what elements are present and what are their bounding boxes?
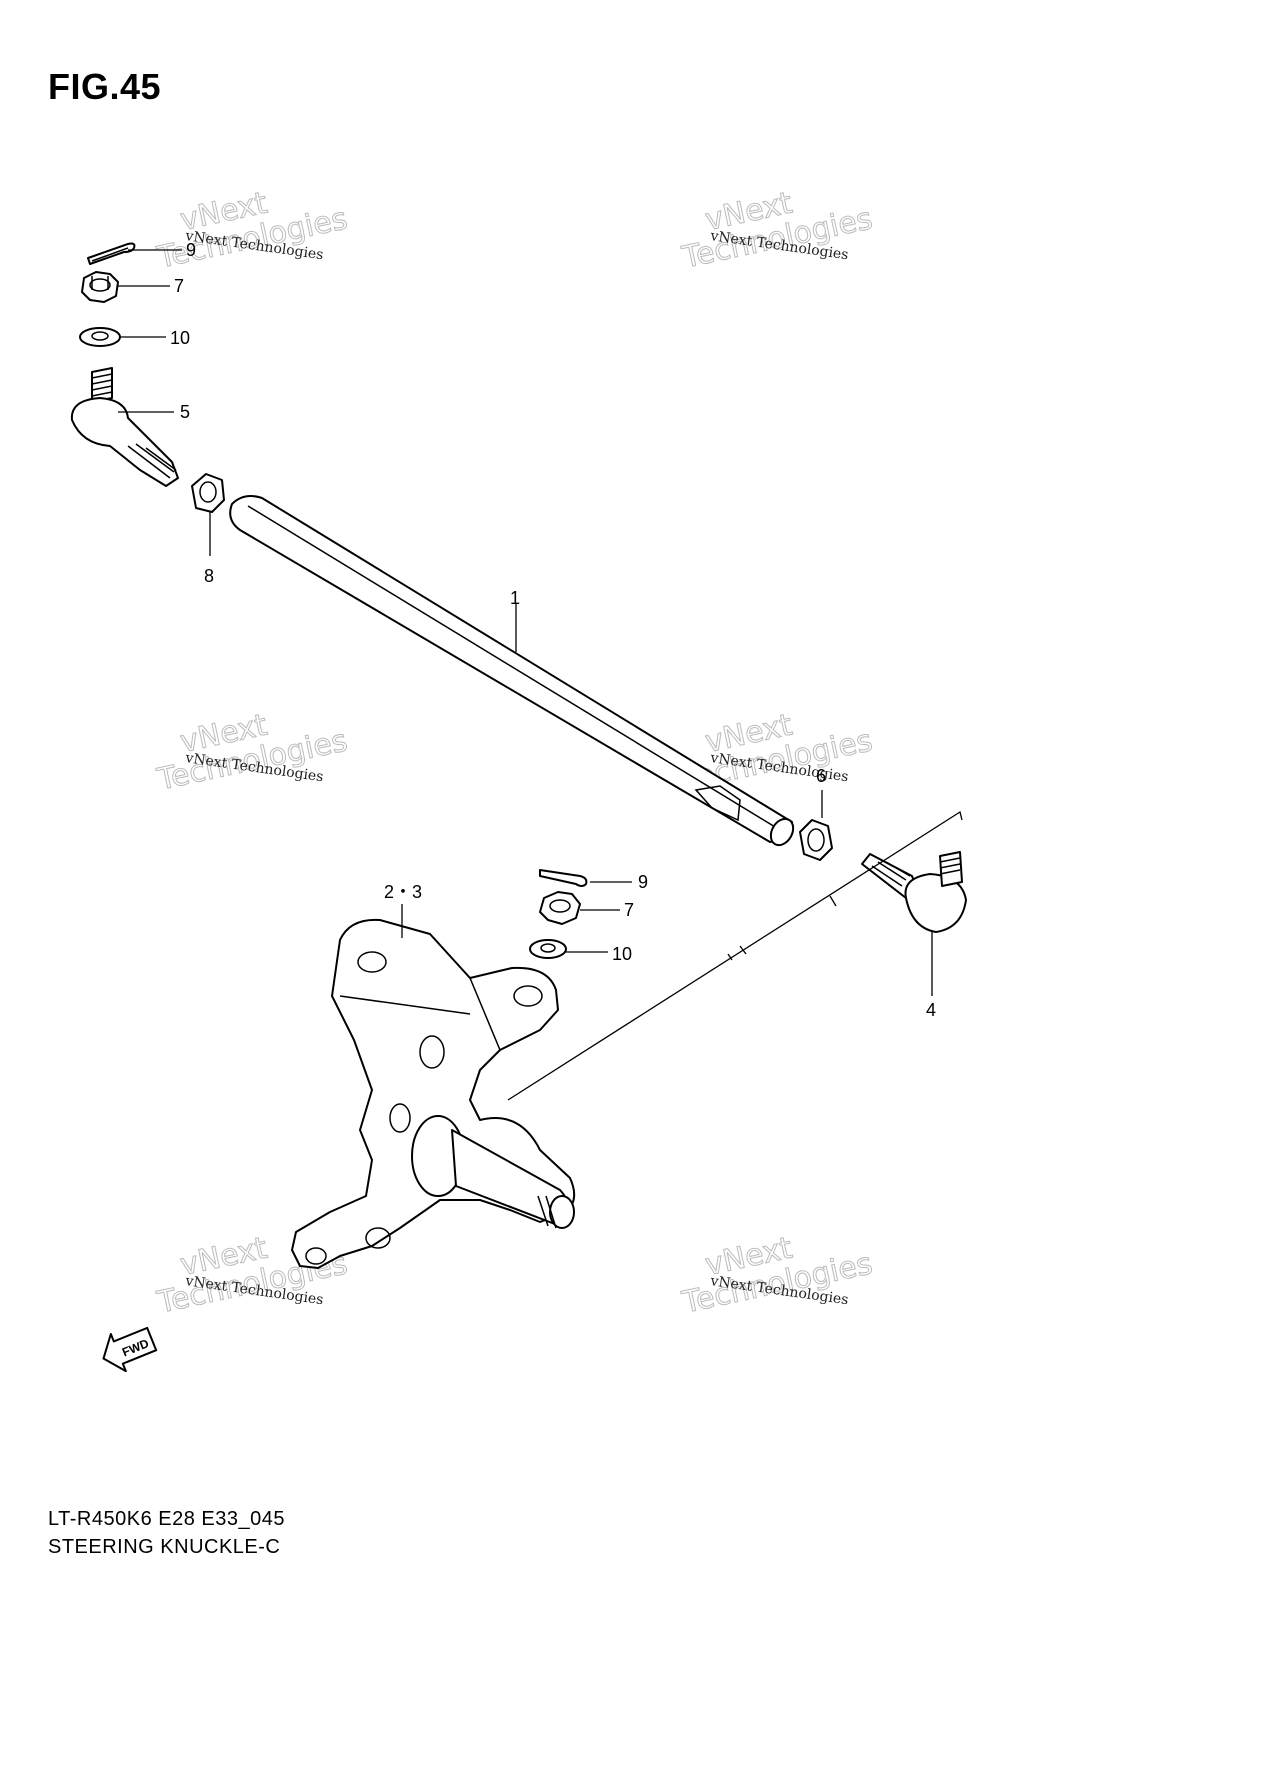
callout-1: 1	[510, 588, 520, 608]
callout-4: 4	[926, 1000, 936, 1020]
lock-nut-8	[191, 473, 225, 513]
washer-upper	[79, 327, 121, 347]
callout-10-upper: 10	[170, 328, 190, 348]
callout-9-upper: 9	[186, 240, 196, 260]
watermark-6: vNext Technologies vNext Technologies	[678, 1230, 876, 1321]
steering-knuckle	[291, 918, 576, 1269]
watermark-2: vNext Technologies vNext Technologies	[678, 185, 876, 276]
lock-nut-6	[799, 819, 833, 861]
callout-7-lower: 7	[624, 900, 634, 920]
callout-leaders	[118, 249, 933, 996]
castle-nut-lower	[539, 891, 581, 925]
callout-7-upper: 7	[174, 276, 184, 296]
cotter-pin-lower	[539, 869, 588, 887]
assembly-guides	[507, 810, 963, 1101]
tie-rod-end-5	[70, 367, 179, 487]
callout-5: 5	[180, 402, 190, 422]
callout-9-lower: 9	[638, 872, 648, 892]
tie-rod-1	[229, 495, 795, 847]
callout-6: 6	[816, 766, 826, 786]
figure-title: FIG.45	[48, 66, 162, 107]
callout-10-lower: 10	[612, 944, 632, 964]
washer-lower	[529, 939, 567, 959]
figure-name-caption: STEERING KNUCKLE-C	[48, 1536, 281, 1558]
forward-arrow-icon: FWD	[102, 1326, 158, 1373]
watermark-3: vNext Technologies vNext Technologies	[153, 707, 351, 798]
callout-2-3: 2・3	[384, 882, 422, 902]
watermark-1: vNext Technologies vNext Technologies	[153, 185, 351, 276]
model-code-caption: LT-R450K6 E28 E33_045	[48, 1508, 285, 1530]
castle-nut-upper	[81, 271, 119, 303]
callout-8: 8	[204, 566, 214, 586]
cotter-pin-upper	[87, 242, 136, 265]
tie-rod-end-4	[861, 851, 967, 933]
